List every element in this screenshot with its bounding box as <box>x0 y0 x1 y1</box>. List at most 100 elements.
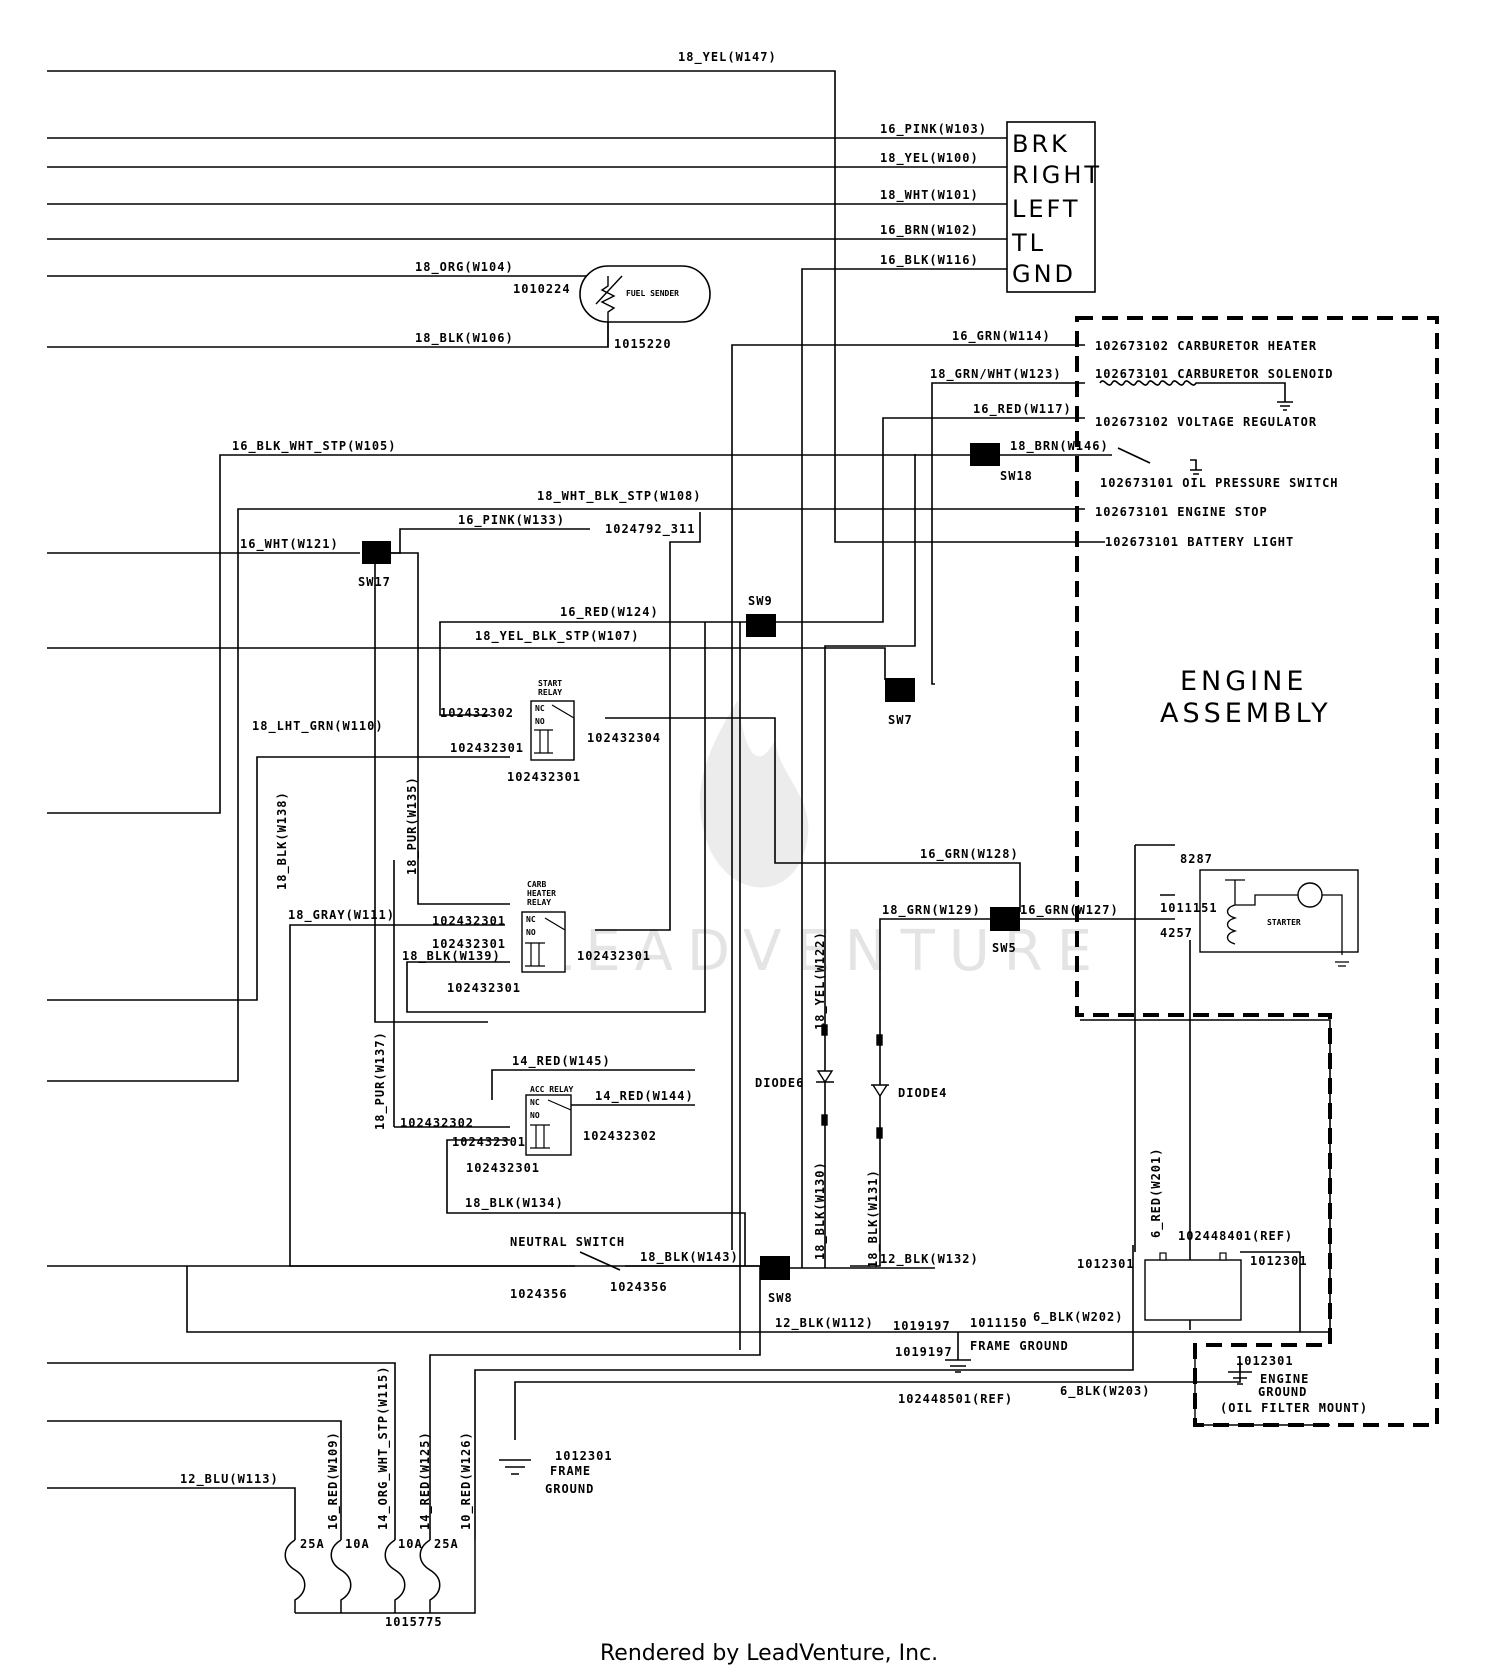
wire-w139 <box>406 622 706 1013</box>
start-relay-no: NO <box>535 717 545 726</box>
diode4-pin-a <box>876 1034 883 1046</box>
footer-credit: Rendered by LeadVenture, Inc. <box>600 1641 938 1666</box>
part-neutral-a: 1024356 <box>510 1287 568 1301</box>
switch-sw17 <box>362 541 391 564</box>
acc-relay: ACC RELAY NC NO <box>525 1085 574 1156</box>
wire-w114 <box>731 344 1085 1250</box>
label-w133: 16_PINK(W133) <box>458 513 565 528</box>
battery-terminal-neg <box>1159 1252 1167 1261</box>
wire-w133 <box>375 528 590 554</box>
fuses <box>284 1539 476 1614</box>
wire-w115 <box>47 1362 396 1540</box>
label-w134: 18_BLK(W134) <box>465 1196 564 1211</box>
wire-w105 <box>47 447 1197 814</box>
label-w147: 18_YEL(W147) <box>678 50 777 65</box>
wire-w147 <box>47 70 1105 543</box>
wire-start-out <box>605 717 1021 912</box>
diode4-pin-b <box>876 1127 883 1139</box>
ground-icon-voltage-reg <box>1277 401 1293 411</box>
label-w127: 16_GRN(W127) <box>1020 903 1119 918</box>
terminal-right: RIGHT <box>1012 161 1102 189</box>
fuse-3-rating: 10A <box>398 1537 423 1551</box>
carb-relay-box <box>521 911 566 973</box>
fuel-sender-resistor-icon <box>595 275 623 347</box>
switch-sw9 <box>746 614 776 637</box>
neutral-switch-label: NEUTRAL SWITCH <box>510 1235 625 1249</box>
label-w105: 16_BLK_WHT_STP(W105) <box>232 439 397 454</box>
label-w146: 18_BRN(W146) <box>1010 439 1109 454</box>
sw7-label: SW7 <box>888 713 913 727</box>
part-4257: 4257 <box>1160 926 1193 940</box>
battery <box>1144 1252 1242 1321</box>
fuel-sender: FUEL SENDER <box>579 265 711 347</box>
wire-w107 <box>47 647 886 680</box>
start-relay-coil-icon <box>534 704 575 760</box>
starter-box <box>1199 869 1359 953</box>
diode6-label: DIODE6 <box>755 1076 804 1090</box>
part-1011150: 1011150 <box>970 1316 1028 1330</box>
fuse-10a-left <box>330 1539 352 1613</box>
wire-w201 <box>1134 844 1175 1252</box>
starter-motor-icon <box>1297 882 1323 908</box>
label-w132: 12_BLK(W132) <box>880 1252 979 1267</box>
part-1024792: 1024792_311 <box>605 522 695 537</box>
part-battery-ref: 102448401(REF) <box>1178 1229 1293 1243</box>
starter-label: STARTER <box>1267 918 1301 927</box>
wire-w126 <box>474 1245 1134 1540</box>
switch-sw7 <box>885 678 915 702</box>
ground-icon-frame-2 <box>499 1459 531 1475</box>
fuel-sender-label: FUEL SENDER <box>626 289 679 298</box>
start-relay-nc: NC <box>535 704 545 713</box>
frame-ground-2-label-2: GROUND <box>545 1482 594 1496</box>
part-acc-no: 102432301 <box>452 1135 526 1149</box>
switch-sw8 <box>760 1256 790 1280</box>
vertical-wire-labels: 18_BLK(W138) 18_PUR(W135) 18_YEL(W122) 1… <box>275 776 1164 1530</box>
wire-w203 <box>514 1362 1241 1440</box>
label-w143: 18_BLK(W143) <box>640 1250 739 1265</box>
label-w137: 18_PUR(W137) <box>373 1031 388 1130</box>
sw8-label: SW8 <box>768 1291 793 1305</box>
part-start-coil: 102432301 <box>507 770 581 784</box>
label-w202: 6_BLK(W202) <box>1033 1310 1123 1325</box>
switches <box>362 443 1020 1280</box>
label-w129: 18_GRN(W129) <box>882 903 981 918</box>
ground-icon-engine <box>1228 1362 1252 1385</box>
part-numbers: 1010224 1015220 1024792_311 102432302 10… <box>385 282 1308 1629</box>
engine-item-oil-switch: 102673101 OIL PRESSURE SWITCH <box>1100 476 1339 490</box>
label-w121: 16_WHT(W121) <box>240 537 339 552</box>
label-w131: 18_BLK(W131) <box>866 1169 881 1268</box>
diode6-pin-b <box>821 1114 828 1126</box>
starter: STARTER <box>1199 869 1359 967</box>
label-w201: 6_RED(W201) <box>1149 1148 1164 1238</box>
fuse-25a-left <box>284 1539 306 1613</box>
switch-sw18 <box>970 443 1000 466</box>
sw17-label: SW17 <box>358 575 391 589</box>
carb-relay-coil-icon <box>525 917 566 967</box>
carb-relay-label-1: CARB <box>527 880 546 889</box>
wire-w113 <box>47 1487 296 1540</box>
acc-relay-nc: NC <box>530 1098 540 1107</box>
part-battery-pos: 1012301 <box>1250 1254 1308 1268</box>
label-w116: 16_BLK(W116) <box>880 253 979 268</box>
label-w123: 18_GRN/WHT(W123) <box>930 367 1062 382</box>
wire-w145 <box>491 1069 695 1100</box>
diode6-pin-a <box>821 1024 828 1036</box>
start-relay-label-1: START <box>538 679 562 688</box>
terminal-gnd: GND <box>1012 260 1076 288</box>
part-acc-out: 102432302 <box>583 1129 657 1143</box>
ground-icon-frame-1 <box>945 1359 971 1373</box>
part-8287: 8287 <box>1180 852 1213 866</box>
label-w138: 18_BLK(W138) <box>275 791 290 890</box>
part-carb-no: 102432301 <box>432 937 506 951</box>
label-w115: 14_ORG_WHT_STP(W115) <box>376 1366 391 1531</box>
label-w124: 16_RED(W124) <box>560 605 659 620</box>
engine-ground-label-2: GROUND <box>1258 1385 1307 1399</box>
part-start-nc: 102432302 <box>440 706 514 720</box>
frame-ground-2-label-1: FRAME <box>550 1464 591 1478</box>
engine-item-carb-solenoid: 102673101 CARBURETOR SOLENOID <box>1095 367 1334 381</box>
acc-relay-no: NO <box>530 1111 540 1120</box>
diode4-label: DIODE4 <box>898 1086 947 1100</box>
part-carb-nc: 102432301 <box>432 914 506 928</box>
part-acc-coil: 102432301 <box>466 1161 540 1175</box>
battery-terminal-pos <box>1219 1252 1227 1261</box>
